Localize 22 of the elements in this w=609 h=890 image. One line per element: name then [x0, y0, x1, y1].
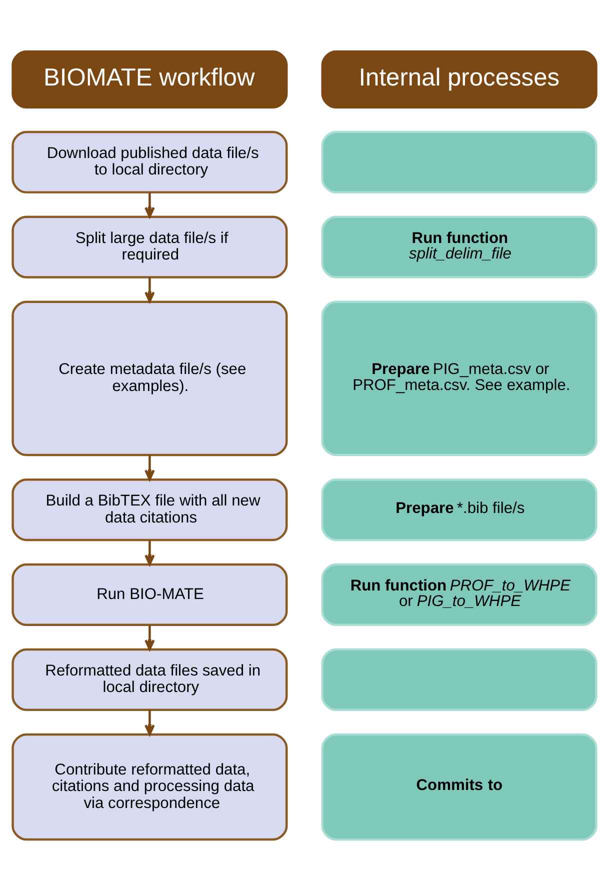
node-box: Create metadata file/s (see examples). [12, 300, 288, 456]
node-box [321, 130, 598, 193]
node-box: Commits to [321, 732, 598, 840]
node-box: Run function PROF_to_WHPE or PIG_to_WHPE [321, 562, 598, 626]
node-box [321, 648, 598, 710]
node-box: Prepare *.bib file/s [321, 478, 598, 541]
node-box: Download published data file/s to local directory [12, 130, 288, 193]
node-box: Run function split_delim_file [321, 215, 598, 278]
node-box: Contribute reformatted data, citations and processing data via correspondence [12, 732, 288, 840]
node-box: Reformatted data files saved in local directory [12, 648, 288, 710]
node-box: Internal processes [321, 50, 598, 108]
arrow [144, 624, 155, 650]
arrow [144, 277, 155, 302]
node-box: Prepare PIG_meta.csv or PROF_meta.csv. See example. [321, 300, 598, 456]
node-box: BIOMATE workflow [12, 50, 288, 108]
arrow [144, 710, 155, 735]
node-box: Build a BibTEX file with all new data citations [12, 478, 288, 541]
arrow [144, 454, 155, 480]
node-box: Run BIO-MATE [12, 562, 288, 626]
node-box: Split large data file/s if required [12, 215, 288, 278]
arrow [144, 540, 155, 565]
arrow [144, 192, 155, 218]
